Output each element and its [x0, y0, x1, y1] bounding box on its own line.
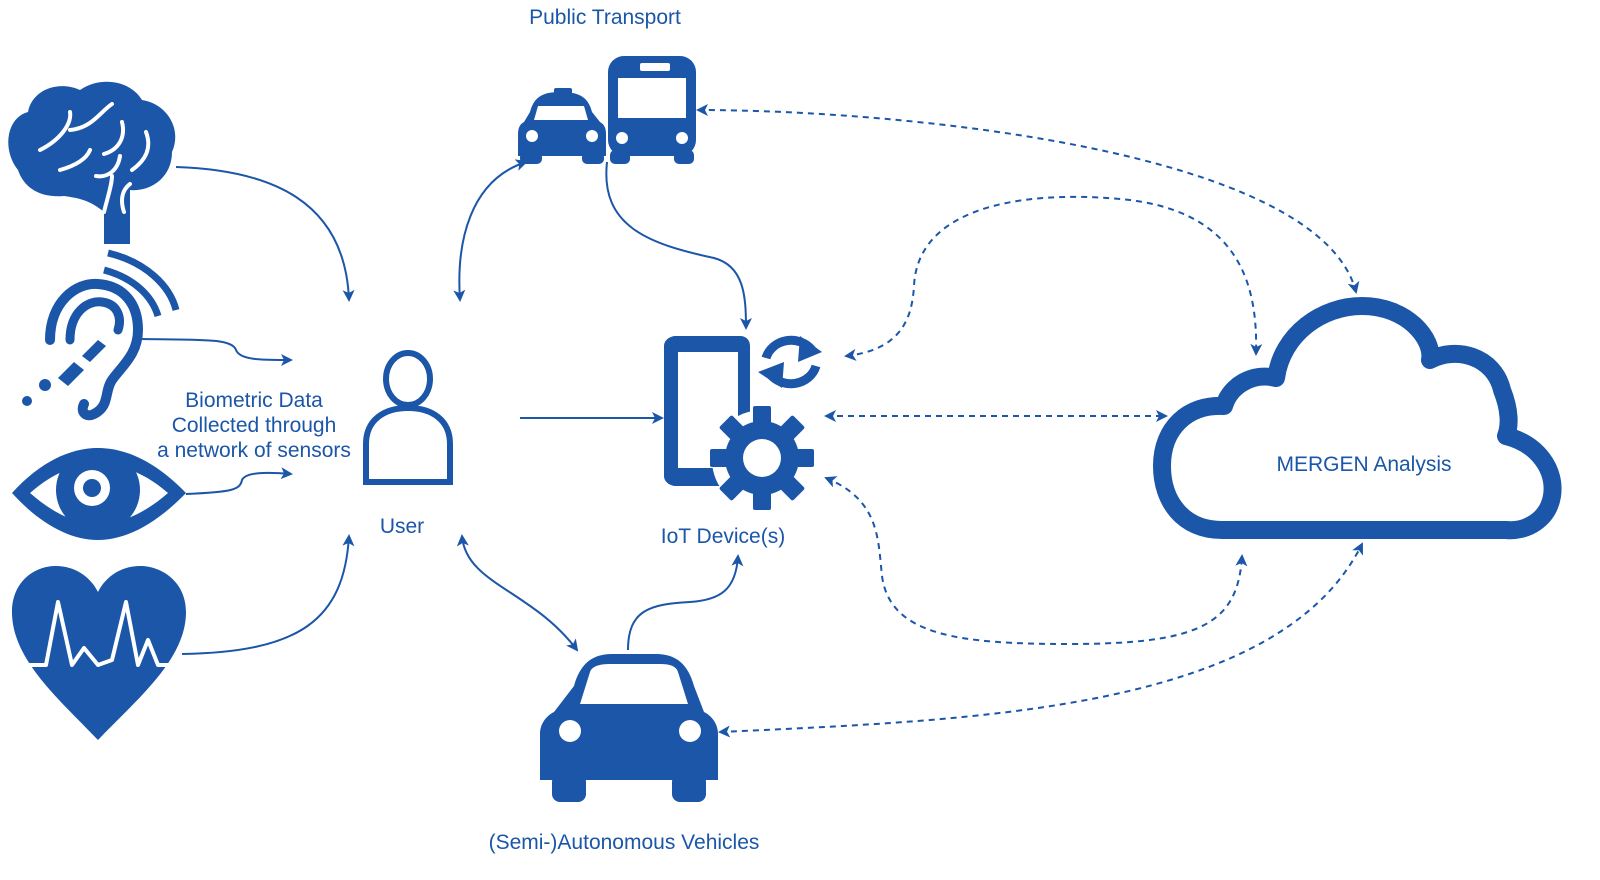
car-icon: [540, 654, 718, 802]
taxi-icon: [518, 88, 606, 164]
user-label: User: [380, 515, 424, 538]
eye-icon: [12, 448, 186, 540]
biometric-label-line1: Biometric Data: [185, 389, 323, 412]
gear-icon: [710, 406, 814, 510]
mergen-analysis-label: MERGEN Analysis: [1276, 453, 1451, 476]
brain-icon: [8, 81, 176, 244]
public-transport-label: Public Transport: [529, 6, 681, 29]
sync-icon: [758, 335, 822, 389]
iot-devices-label: IoT Device(s): [661, 525, 785, 548]
bus-icon: [608, 56, 696, 164]
hearing-icon: [22, 249, 180, 421]
biometric-label-line3: a network of sensors: [157, 439, 351, 462]
vehicles-label: (Semi-)Autonomous Vehicles: [489, 831, 760, 854]
user-icon: [363, 350, 453, 485]
heart-rate-icon: [12, 566, 186, 740]
cloud-icon: [1153, 297, 1562, 540]
biometric-label-line2: Collected through: [172, 414, 337, 437]
